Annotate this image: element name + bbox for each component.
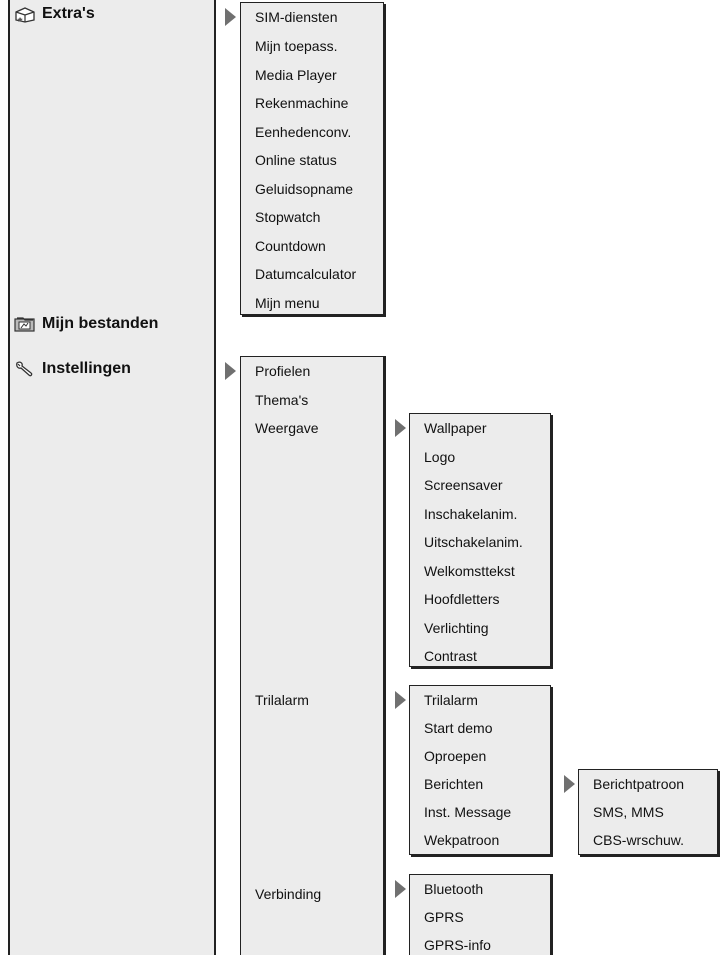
menu-item-inst-message[interactable]: Inst. Message [424, 804, 512, 820]
menu-item-gprs-info[interactable]: GPRS-info [424, 937, 491, 953]
menu-item-contrast[interactable]: Contrast [424, 648, 477, 664]
menu-item-trilalarm-option[interactable]: Trilalarm [424, 692, 478, 708]
menu-item-hoofdletters[interactable]: Hoofdletters [424, 591, 500, 607]
menu-item-cbs-wrschuw[interactable]: CBS-wrschuw. [593, 832, 685, 848]
menu-item-stopwatch[interactable]: Stopwatch [255, 209, 321, 225]
menu-item-weergave[interactable]: Weergave [255, 420, 319, 436]
submenu-arrow-icon [564, 775, 575, 793]
menu-item-berichten[interactable]: Berichten [424, 776, 484, 792]
category-extras[interactable]: Extra's [14, 4, 95, 24]
submenu-arrow-icon [225, 362, 236, 380]
verbinding-submenu: Bluetooth GPRS GPRS-info [409, 874, 551, 955]
menu-item-wallpaper[interactable]: Wallpaper [424, 420, 487, 436]
menu-item-bluetooth[interactable]: Bluetooth [424, 881, 484, 897]
menu-item-gprs[interactable]: GPRS [424, 909, 464, 925]
category-label: Extra's [42, 5, 95, 22]
submenu-arrow-icon [395, 880, 406, 898]
folder-files-icon [14, 315, 36, 333]
extras-submenu: SIM-diensten Mijn toepass. Media Player … [240, 2, 384, 315]
category-mijn-bestanden[interactable]: Mijn bestanden [14, 314, 158, 334]
category-column [8, 0, 216, 955]
menu-item-online-status[interactable]: Online status [255, 152, 337, 168]
menu-item-media-player[interactable]: Media Player [255, 67, 337, 83]
extras-box-icon [14, 5, 36, 23]
menu-item-verbinding[interactable]: Verbinding [255, 886, 322, 902]
menu-item-uitschakelanim[interactable]: Uitschakelanim. [424, 534, 523, 550]
menu-item-mijn-menu[interactable]: Mijn menu [255, 295, 320, 311]
menu-item-datumcalculator[interactable]: Datumcalculator [255, 266, 357, 282]
menu-item-logo[interactable]: Logo [424, 449, 456, 465]
submenu-arrow-icon [395, 691, 406, 709]
menu-item-profielen[interactable]: Profielen [255, 363, 311, 379]
menu-item-welkomsttekst[interactable]: Welkomsttekst [424, 563, 515, 579]
submenu-arrow-icon [395, 419, 406, 437]
menu-item-berichtpatroon[interactable]: Berichtpatroon [593, 776, 685, 792]
category-label: Mijn bestanden [42, 315, 159, 332]
menu-item-eenhedenconv[interactable]: Eenhedenconv. [255, 124, 352, 140]
menu-item-screensaver[interactable]: Screensaver [424, 477, 503, 493]
menu-item-inschakelanim[interactable]: Inschakelanim. [424, 506, 518, 522]
submenu-arrow-icon [225, 8, 236, 26]
menu-item-sim-diensten[interactable]: SIM-diensten [255, 9, 338, 25]
menu-item-verlichting[interactable]: Verlichting [424, 620, 489, 636]
menu-item-sms-mms[interactable]: SMS, MMS [593, 804, 664, 820]
berichten-submenu: Berichtpatroon SMS, MMS CBS-wrschuw. [578, 769, 718, 855]
weergave-submenu: Wallpaper Logo Screensaver Inschakelanim… [409, 413, 551, 667]
menu-item-trilalarm[interactable]: Trilalarm [255, 692, 309, 708]
menu-item-geluidsopname[interactable]: Geluidsopname [255, 181, 354, 197]
trilalarm-submenu: Trilalarm Start demo Oproepen Berichten … [409, 685, 551, 855]
menu-item-oproepen[interactable]: Oproepen [424, 748, 487, 764]
menu-item-start-demo[interactable]: Start demo [424, 720, 493, 736]
category-label: Instellingen [42, 360, 131, 377]
instellingen-submenu: Profielen Thema's Weergave Trilalarm Ver… [240, 356, 384, 955]
menu-item-mijn-toepass[interactable]: Mijn toepass. [255, 38, 338, 54]
category-instellingen[interactable]: Instellingen [14, 359, 131, 379]
menu-item-wekpatroon[interactable]: Wekpatroon [424, 832, 500, 848]
menu-item-themas[interactable]: Thema's [255, 392, 309, 408]
menu-item-countdown[interactable]: Countdown [255, 238, 326, 254]
wrench-icon [14, 360, 36, 378]
menu-item-rekenmachine[interactable]: Rekenmachine [255, 95, 349, 111]
